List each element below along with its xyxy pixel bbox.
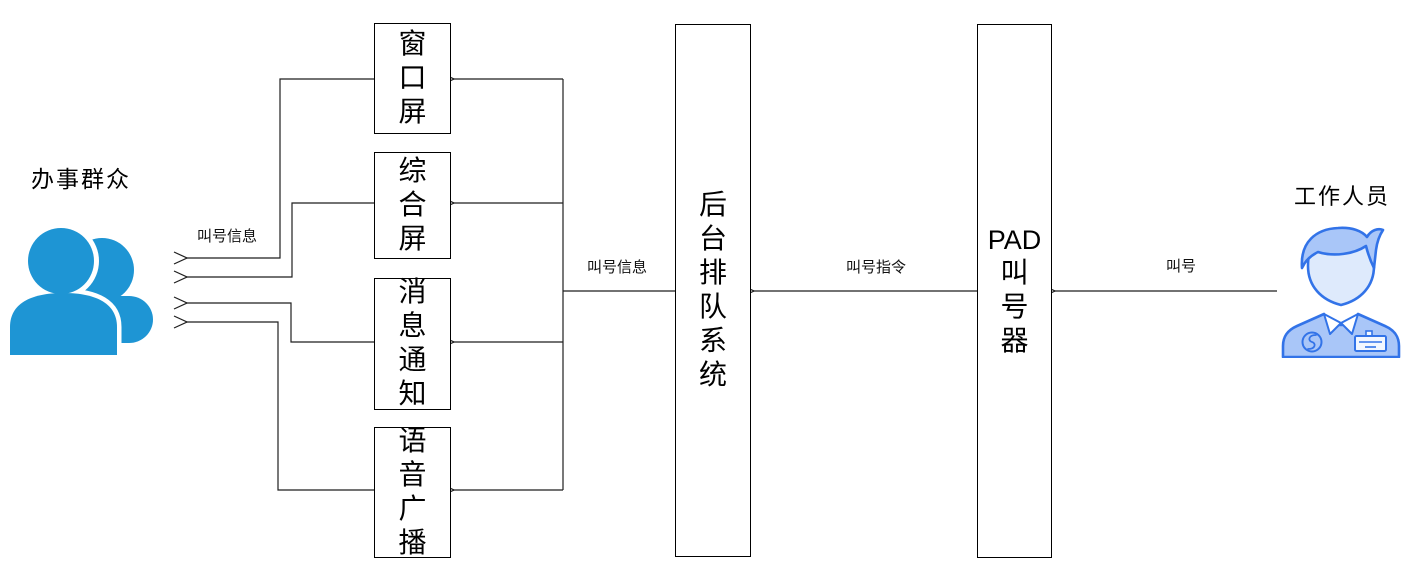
- node-pad-caller: PAD 叫号器: [977, 24, 1052, 558]
- node-backend-queue-system-label: 后台排队系统: [698, 189, 727, 391]
- edge-message-notify-to-public: [186, 303, 374, 343]
- public-actor-title: 办事群众: [31, 166, 131, 192]
- edge-voice-broadcast-to-public: [186, 322, 374, 491]
- crowd-people-icon: [8, 224, 153, 356]
- node-voice-broadcast-label: 语音广播: [398, 425, 427, 559]
- edge-label-call-info-to-screens: 叫号信息: [586, 259, 648, 276]
- edge-window-screen-to-public: [186, 78, 374, 258]
- node-backend-queue-system: 后台排队系统: [675, 24, 751, 557]
- node-composite-screen: 综合屏: [374, 152, 451, 259]
- edge-label-call-info-to-public: 叫号信息: [196, 228, 258, 245]
- pad-caller-line1: PAD: [987, 225, 1042, 255]
- staff-actor-title: 工作人员: [1294, 184, 1391, 209]
- node-voice-broadcast: 语音广播: [374, 425, 451, 559]
- node-message-notify: 消息通知: [374, 277, 451, 410]
- node-message-notify-label: 消息通知: [398, 277, 427, 410]
- node-window-screen: 窗口屏: [374, 23, 451, 134]
- worker-person-icon: [1281, 226, 1401, 358]
- edge-label-call: 叫号: [1165, 258, 1197, 275]
- node-pad-caller-label: PAD 叫号器: [988, 223, 1042, 359]
- edge-composite-screen-to-public: [186, 202, 374, 277]
- node-window-screen-label: 窗口屏: [398, 28, 427, 128]
- pad-caller-line2: 叫号器: [1000, 258, 1029, 357]
- node-composite-screen-label: 综合屏: [398, 155, 427, 255]
- edge-label-call-command: 叫号指令: [845, 259, 907, 276]
